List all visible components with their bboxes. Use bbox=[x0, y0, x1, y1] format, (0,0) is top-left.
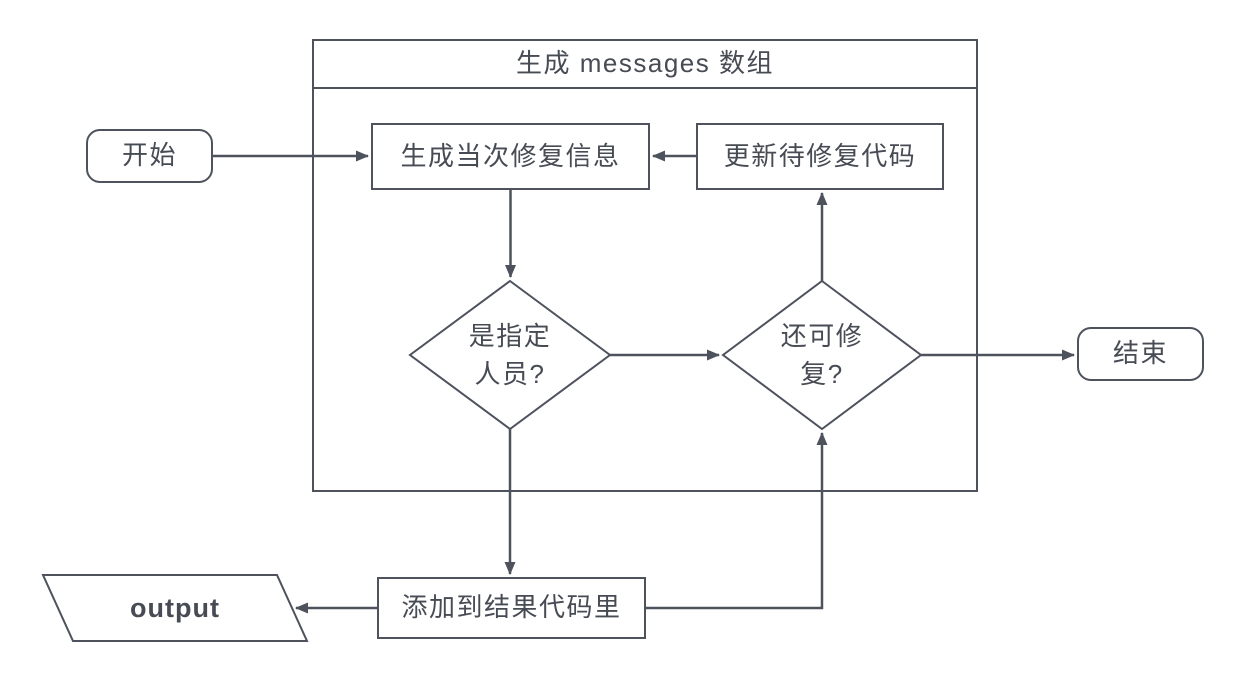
node-start-shape bbox=[86, 129, 213, 183]
node-end-shape bbox=[1077, 327, 1204, 381]
node-can-still-repair-shape bbox=[721, 279, 923, 431]
loop-container-box bbox=[312, 39, 978, 492]
node-output-shape bbox=[41, 574, 309, 642]
node-append-to-result-shape bbox=[377, 577, 646, 639]
node-generate-fix-message-shape bbox=[371, 123, 650, 190]
node-update-pending-code-shape bbox=[696, 123, 944, 190]
arrow-append-to-can-repair bbox=[645, 432, 828, 610]
node-is-designated-person-shape bbox=[408, 279, 612, 431]
